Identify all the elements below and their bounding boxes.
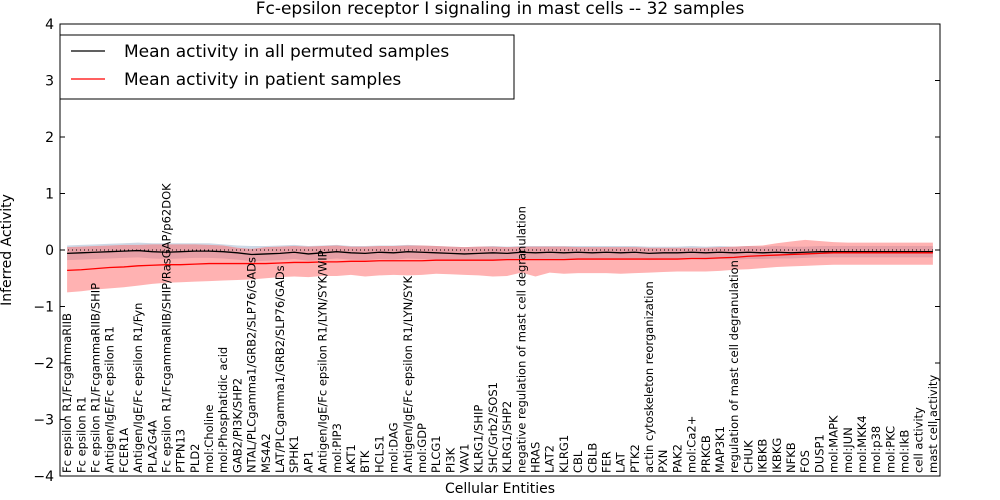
x-tick-label: mol:p38 bbox=[869, 426, 883, 473]
y-tick-label: 0 bbox=[45, 243, 54, 259]
line-permuted-mean bbox=[67, 249, 933, 256]
x-tick-label: PAK2 bbox=[670, 444, 684, 473]
x-tick-label: KLRG1 bbox=[557, 435, 571, 473]
x-tick-label: PTPN13 bbox=[174, 429, 188, 473]
x-tick-label: PLD2 bbox=[188, 443, 202, 473]
x-tick-label: mast cell activity bbox=[926, 375, 940, 473]
chart-title: Fc-epsilon receptor I signaling in mast … bbox=[256, 0, 745, 19]
x-tick-label: mol:Ca2+ bbox=[685, 416, 699, 473]
x-tick-label: mol:Choline bbox=[202, 405, 216, 473]
x-tick-label: PRKCB bbox=[699, 435, 713, 473]
x-tick-label: LAT2 bbox=[543, 445, 557, 473]
x-tick-label: Fc epsilon R1/FcgammaRIIB/SHIP bbox=[89, 283, 103, 473]
y-tick-label: −1 bbox=[33, 300, 54, 316]
x-tick-label: AKT1 bbox=[344, 444, 358, 473]
x-tick-label: GAB2/PI3K/SHP2 bbox=[230, 378, 244, 473]
x-tick-label: Antigen/IgE/Fc epsilon R1/Fyn bbox=[131, 303, 145, 473]
y-tick-label: −2 bbox=[33, 356, 54, 372]
x-tick-label: HCLS1 bbox=[372, 435, 386, 473]
x-tick-label: KLRG1/SHIP bbox=[472, 405, 486, 473]
y-tick-label: 2 bbox=[45, 130, 54, 146]
x-tick-label: PTK2 bbox=[628, 444, 642, 473]
x-tick-label: regulation of mast cell degranulation bbox=[727, 260, 741, 473]
x-tick-label: HRAS bbox=[529, 442, 543, 473]
x-tick-label: FER bbox=[599, 451, 613, 473]
x-tick-label: Fc epsilon R1/FcgammaRIIB/SHIP/RasGAP/p6… bbox=[159, 183, 173, 473]
legend-box bbox=[59, 34, 515, 100]
x-axis-label: Cellular Entities bbox=[445, 481, 555, 497]
x-tick-label: MS4A2 bbox=[259, 433, 273, 473]
x-tick-label: CBLB bbox=[585, 443, 599, 473]
x-tick-label: actin cytoskeleton reorganization bbox=[642, 281, 656, 473]
x-tick-label: BTK bbox=[358, 450, 372, 473]
x-tick-label: SHC/Grb2/SOS1 bbox=[486, 382, 500, 473]
x-tick-label: PI3K bbox=[443, 447, 457, 473]
x-tick-label: LAT/PLCgamma1/GRB2/SLP76/GADs bbox=[273, 265, 287, 473]
y-tick-label: 4 bbox=[45, 17, 54, 33]
x-tick-label: AP1 bbox=[301, 451, 315, 473]
y-tick-label: 3 bbox=[45, 74, 54, 90]
x-tick-label: CBL bbox=[571, 450, 585, 473]
y-tick-label: 1 bbox=[45, 187, 54, 203]
x-tick-label: PLA2G4A bbox=[145, 420, 159, 473]
x-tick-label: Fc epsilon R1 bbox=[74, 396, 88, 473]
y-axis-label: Inferred Activity bbox=[0, 194, 15, 306]
x-tick-label: Antigen/IgE/Fc epsilon R1 bbox=[103, 326, 117, 473]
x-tick-label: NFKB bbox=[784, 442, 798, 473]
legend-label-patient: Mean activity in patient samples bbox=[124, 70, 401, 90]
x-tick-label: LAT bbox=[614, 451, 628, 473]
x-tick-label: PXN bbox=[656, 450, 670, 473]
x-tick-label: IKBKG bbox=[770, 438, 784, 473]
x-tick-label: Antigen/IgE/Fc epsilon R1/LYN/SYK bbox=[401, 276, 415, 473]
x-tick-label: mol:PKC bbox=[883, 426, 897, 473]
x-tick-label: NTAL/PLCgamma1/GRB2/SLP76/GADs bbox=[245, 257, 259, 473]
x-tick-label: cell activity bbox=[912, 407, 926, 473]
x-tick-label: Antigen/IgE/Fc epsilon R1/LYN/SYK/WIP bbox=[316, 250, 330, 473]
y-tick-label: −4 bbox=[33, 469, 54, 485]
x-tick-label: KLRG1/SHP2 bbox=[500, 401, 514, 473]
x-tick-label: mol:PIP3 bbox=[330, 423, 344, 473]
x-tick-label: mol:MKK4 bbox=[855, 415, 869, 473]
x-tick-label: mol:Phosphatidic acid bbox=[216, 347, 230, 473]
x-tick-label: mol:GDP bbox=[415, 423, 429, 473]
x-tick-label: FOS bbox=[798, 450, 812, 473]
x-tick-label: DUSP1 bbox=[812, 434, 826, 473]
legend: Mean activity in all permuted samples Me… bbox=[59, 34, 515, 100]
legend-label-permuted: Mean activity in all permuted samples bbox=[124, 42, 449, 62]
x-tick-label: IKBKB bbox=[756, 439, 770, 473]
x-tick-label: VAV1 bbox=[458, 444, 472, 473]
x-tick-label: MAP3K1 bbox=[713, 426, 727, 473]
x-tick-label: mol:IkB bbox=[898, 430, 912, 473]
line-patient-mean bbox=[67, 252, 933, 271]
x-tick-label: SPHK1 bbox=[287, 435, 301, 473]
x-tick-label: negative regulation of mast cell degranu… bbox=[514, 206, 528, 473]
plot-frame bbox=[59, 23, 941, 477]
y-axis-ticks: −4 −3 −2 −1 0 1 2 3 4 bbox=[33, 17, 940, 485]
x-tick-label: Fc epsilon R1/FcgammaRIIB bbox=[60, 313, 74, 473]
x-tick-label: FCER1A bbox=[117, 428, 131, 473]
x-tick-label: CHUK bbox=[741, 440, 755, 473]
x-tick-label: PLCG1 bbox=[429, 435, 443, 473]
y-tick-label: −3 bbox=[33, 413, 54, 429]
series-lines bbox=[67, 249, 933, 271]
x-tick-label: mol:MAPK bbox=[827, 415, 841, 473]
x-tick-label: mol:JUN bbox=[841, 427, 855, 473]
x-tick-label: mol:DAG bbox=[387, 422, 401, 473]
